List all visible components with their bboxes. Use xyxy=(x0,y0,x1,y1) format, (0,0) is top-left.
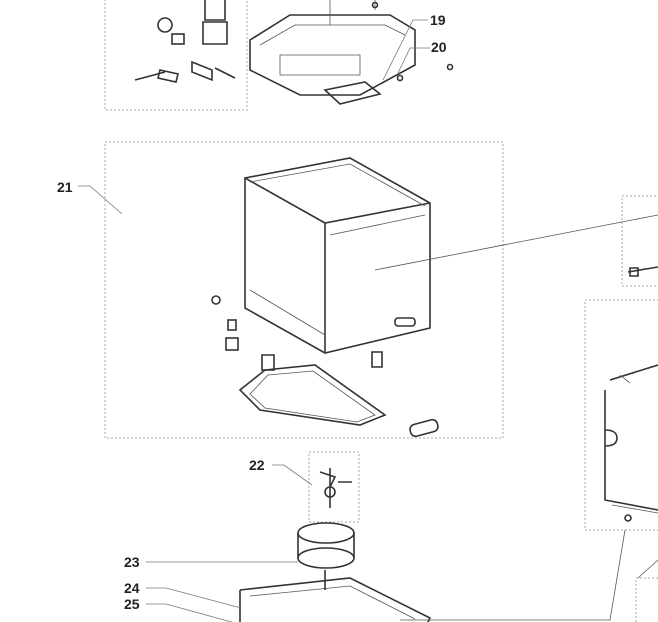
group-box-right-panel xyxy=(584,299,658,531)
callout-20: 20 xyxy=(431,39,447,55)
right-side-parts xyxy=(400,266,658,621)
callout-25: 25 xyxy=(124,596,140,612)
heating-element-part xyxy=(211,295,439,438)
callout-19: 19 xyxy=(430,12,446,28)
group-box-tank xyxy=(104,141,504,439)
small-parts-group xyxy=(134,0,236,83)
callout-24: 24 xyxy=(124,580,140,596)
base-tray-part xyxy=(239,570,432,622)
callout-21: 21 xyxy=(57,179,73,195)
group-box-right-lower xyxy=(635,577,658,622)
tank-part xyxy=(244,157,658,354)
group-box-right-upper xyxy=(621,195,658,287)
callout-22: 22 xyxy=(249,457,265,473)
valve-part xyxy=(319,468,352,508)
callout-23: 23 xyxy=(124,554,140,570)
collar-part xyxy=(297,522,355,569)
leader-line-22 xyxy=(272,464,313,486)
leader-lines-19-20 xyxy=(382,19,430,81)
group-box-top-left xyxy=(104,0,248,111)
group-box-valve xyxy=(308,451,360,523)
top-tray-part xyxy=(249,0,454,105)
leader-lines-24-25 xyxy=(146,587,242,622)
leader-line-21 xyxy=(78,185,123,215)
